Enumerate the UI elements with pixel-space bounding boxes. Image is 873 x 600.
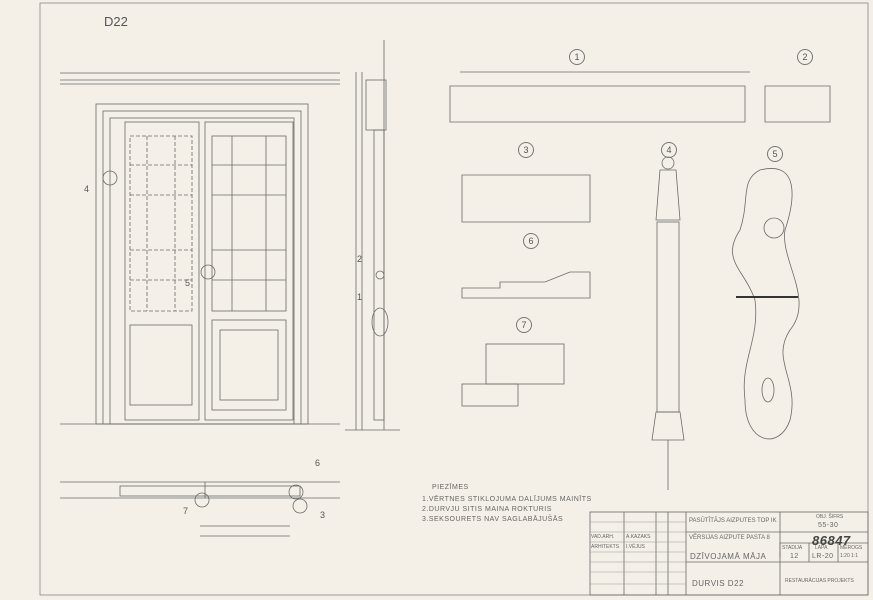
callout: 1 — [357, 292, 363, 302]
sheet-number: LR-20 — [812, 553, 834, 560]
sheet-label: LAPA — [815, 545, 828, 551]
stage: 12 — [790, 553, 799, 560]
client: PASŪTĪTĀJS AIZPUTES TOP IK — [689, 518, 777, 524]
object-code: 55-30 — [818, 522, 839, 529]
archive-number: 86847 — [812, 533, 851, 548]
building: DZĪVOJAMĀ MĀJA — [690, 552, 767, 561]
callout: 5 — [185, 278, 191, 288]
address: VĒRSIJAS AIZPUTE PASTA 8 — [689, 535, 770, 541]
project-type: RESTAURĀCIJAS PROJEKTS — [785, 578, 854, 584]
note-item: 2.DURVJU SITIS MAINA ROKTURIS — [422, 506, 552, 513]
note-item: 1.VĒRTNES STIKLOJUMA DALĪJUMS MAINĪTS — [422, 496, 592, 503]
person: I.VĒJUS — [626, 544, 645, 550]
callout: 4 — [84, 184, 90, 194]
note-item: 3.SEKSOURETS NAV SAGLABĀJUŠĀS — [422, 516, 564, 523]
role: VAD.ARH. — [591, 534, 615, 540]
section-marker: 2 — [797, 49, 813, 65]
callout: 7 — [183, 506, 189, 516]
section-marker: 6 — [523, 233, 539, 249]
person: A.KAZAKS — [626, 534, 651, 540]
section-marker: 3 — [518, 142, 534, 158]
stage-label: STADIJA — [782, 545, 803, 551]
callout: 3 — [320, 510, 326, 520]
notes-title: PIEZĪMES — [432, 484, 469, 491]
drawing-title: DURVIS D22 — [692, 579, 744, 588]
section-marker: 5 — [767, 146, 783, 162]
callout: 2 — [357, 254, 363, 264]
role: ARHITEKTS — [591, 544, 620, 550]
object-code-label: OBJ. ŠIFRS — [816, 514, 844, 520]
callout: 6 — [315, 458, 321, 468]
scale: 1:20 1:1 — [840, 553, 859, 559]
sheet-id: D22 — [104, 14, 128, 29]
section-marker: 4 — [661, 142, 677, 158]
section-marker: 1 — [569, 49, 585, 65]
scale-label: MĒROGS — [840, 545, 863, 551]
section-marker: 7 — [516, 317, 532, 333]
